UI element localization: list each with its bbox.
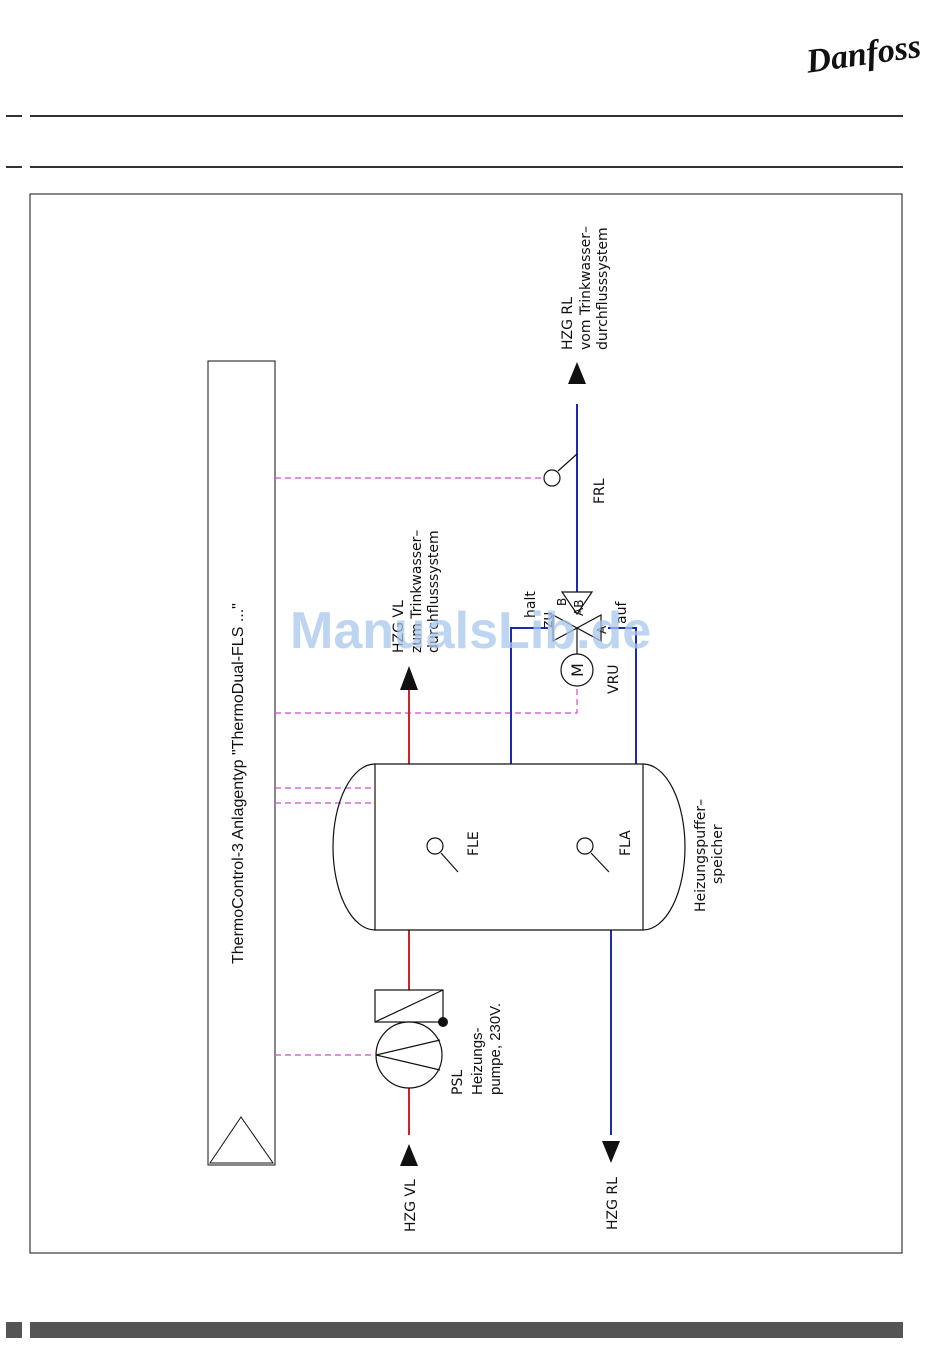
watermark: ManualsLib.de: [290, 602, 651, 660]
pump-icon: [376, 1022, 442, 1088]
label-tank-2: speicher: [710, 824, 726, 884]
diagram-frame: [30, 194, 902, 1253]
sensor-frl: [544, 454, 577, 486]
controller-box: ThermoControl-3 Anlagentyp "ThermoDual-F…: [208, 361, 275, 1165]
label-pump-1: Heizungs-: [469, 1027, 486, 1095]
logo-text: Danfoss: [803, 28, 923, 81]
label-hzg-rl-top-3: durchflusssystem: [595, 227, 611, 350]
heating-pump: [375, 990, 448, 1088]
label-psl: PSL: [450, 1070, 466, 1095]
arrow-hzg-vl-mid: [400, 666, 418, 690]
controller-label: ThermoControl-3 Anlagentyp "ThermoDual-F…: [230, 603, 247, 964]
label-vru: VRU: [606, 664, 622, 694]
label-hzg-rl-bottom: HZG RL: [605, 1177, 621, 1230]
danfoss-logo: Danfoss: [803, 28, 923, 81]
signal-vru: [275, 688, 577, 713]
label-hzg-rl-top-2: vom Trinkwasser–: [578, 226, 594, 350]
label-fla: FLA: [618, 830, 634, 856]
label-fle: FLE: [466, 831, 482, 856]
arrow-hzg-rl-top: [568, 362, 586, 384]
label-hzg-rl-top-1: HZG RL: [560, 297, 576, 350]
label-hzg-vl-bottom: HZG VL: [403, 1179, 419, 1232]
arrow-hzg-rl-bottom: [602, 1141, 620, 1163]
labels: HZG RL vom Trinkwasser– durchflusssystem…: [391, 226, 726, 1232]
label-pump-2: pumpe, 230V.: [487, 1003, 504, 1095]
arrow-hzg-vl-bottom: [400, 1144, 418, 1166]
pump-dot-icon: [438, 1017, 448, 1027]
label-motor: M: [568, 663, 587, 677]
label-tank-1: Heizungspuffer–: [693, 799, 709, 912]
label-frl: FRL: [592, 478, 608, 504]
